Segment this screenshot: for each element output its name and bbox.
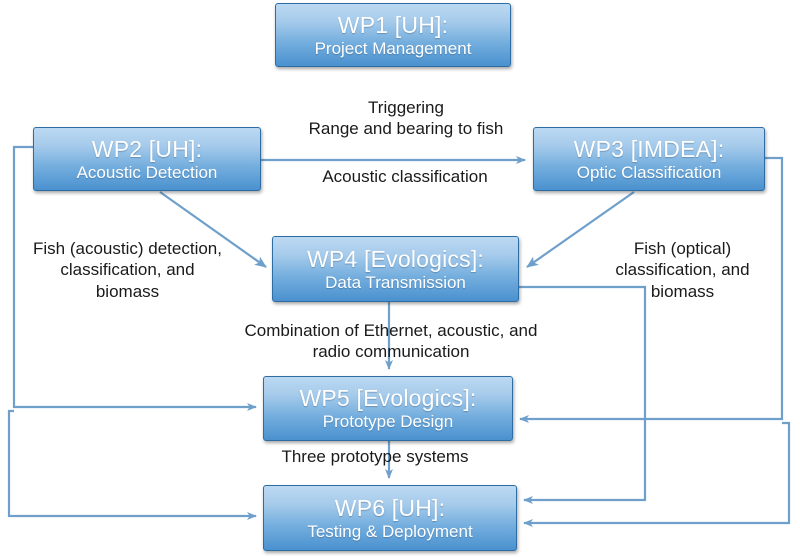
node-wp2-title: WP2 [UH]: xyxy=(91,135,203,162)
edge-label-wp3-to-wp6: Fish (optical) classification, and bioma… xyxy=(615,239,750,301)
edge-wp4-to-wp6 xyxy=(519,285,647,504)
node-wp3[interactable]: WP3 [IMDEA]: Optic Classification xyxy=(533,127,765,191)
edge-label-wp2-to-wp3-below: Acoustic classification xyxy=(322,167,488,186)
node-wp1[interactable]: WP1 [UH]: Project Management xyxy=(275,3,511,67)
node-wp2-subtitle: Acoustic Detection xyxy=(76,162,218,182)
node-wp5-title: WP5 [Evologics]: xyxy=(299,385,477,411)
edge-wp2-to-wp4 xyxy=(159,191,267,268)
node-wp3-title: WP3 [IMDEA]: xyxy=(573,135,725,162)
edge-label-wp2-to-wp3-above: Triggering Range and bearing to fish xyxy=(308,98,504,139)
node-wp3-subtitle: Optic Classification xyxy=(576,162,722,182)
node-wp6-subtitle: Testing & Deployment xyxy=(307,521,473,541)
edge-wp2-to-wp5 xyxy=(12,145,257,411)
edge-wp3-to-wp6 xyxy=(523,421,791,527)
edge-wp3-to-wp4 xyxy=(526,191,635,268)
edge-label-wp2-to-wp5: Fish (acoustic) detection, classificatio… xyxy=(33,239,222,301)
node-wp5[interactable]: WP5 [Evologics]: Prototype Design xyxy=(263,376,513,441)
node-wp4-subtitle: Data Transmission xyxy=(325,272,466,292)
node-wp6-title: WP6 [UH]: xyxy=(334,494,446,521)
edge-wp3-to-wp5 xyxy=(519,156,784,423)
node-wp4-title: WP4 [Evologics]: xyxy=(306,245,485,272)
edge-wp2-to-wp6 xyxy=(7,409,257,520)
node-wp5-subtitle: Prototype Design xyxy=(322,412,454,432)
node-wp1-subtitle: Project Management xyxy=(314,38,472,58)
edge-label-wp5-to-wp6: Three prototype systems xyxy=(281,447,469,466)
node-wp4[interactable]: WP4 [Evologics]: Data Transmission xyxy=(272,236,519,302)
edge-label-wp4-to-wp5: Combination of Ethernet, acoustic, and r… xyxy=(244,321,538,362)
node-wp6[interactable]: WP6 [UH]: Testing & Deployment xyxy=(263,485,517,551)
node-wp2[interactable]: WP2 [UH]: Acoustic Detection xyxy=(33,127,261,191)
node-wp1-title: WP1 [UH]: xyxy=(337,11,449,38)
